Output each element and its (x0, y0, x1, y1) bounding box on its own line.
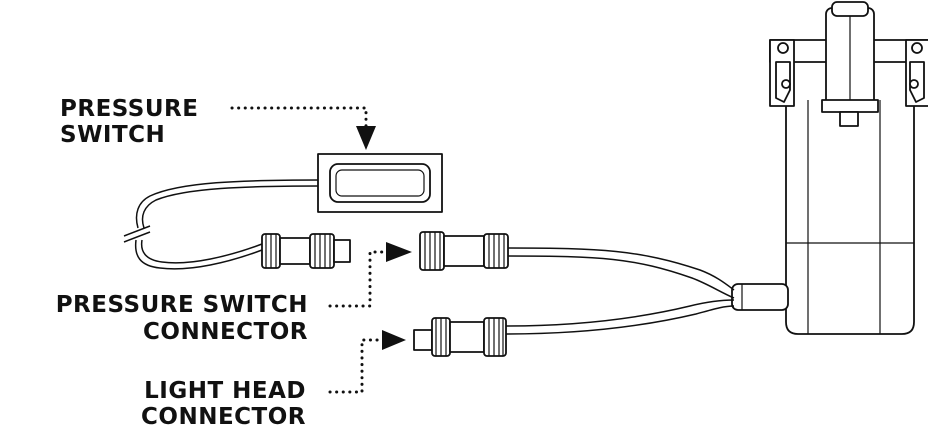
wires (123, 179, 735, 335)
pressure-switch-connector-label-line1: PRESSURE SWITCH (56, 292, 308, 318)
callout-pressure-switch-connector: PRESSURE SWITCH CONNECTOR (56, 242, 412, 345)
pressure-switch-label-line1: PRESSURE (60, 96, 198, 122)
pressure-switch-cable-connector (261, 233, 351, 269)
light-head-connector-label-line2: CONNECTOR (141, 404, 306, 428)
pressure-switch-pad (317, 153, 443, 213)
arrow-right-icon (386, 242, 412, 262)
light-head-connector (413, 317, 507, 357)
arrow-right-icon (382, 330, 406, 350)
light-head-connector-label-line1: LIGHT HEAD (144, 378, 306, 404)
light-head-housing (731, 1, 928, 335)
pressure-switch-connector-label-line2: CONNECTOR (143, 319, 308, 345)
arrow-down-icon (356, 126, 376, 150)
callout-light-head-connector: LIGHT HEAD CONNECTOR (141, 330, 406, 428)
pressure-switch-label-line2: SWITCH (60, 122, 165, 148)
callout-pressure-switch: PRESSURE SWITCH (60, 96, 376, 150)
pressure-switch-connector (419, 231, 509, 271)
